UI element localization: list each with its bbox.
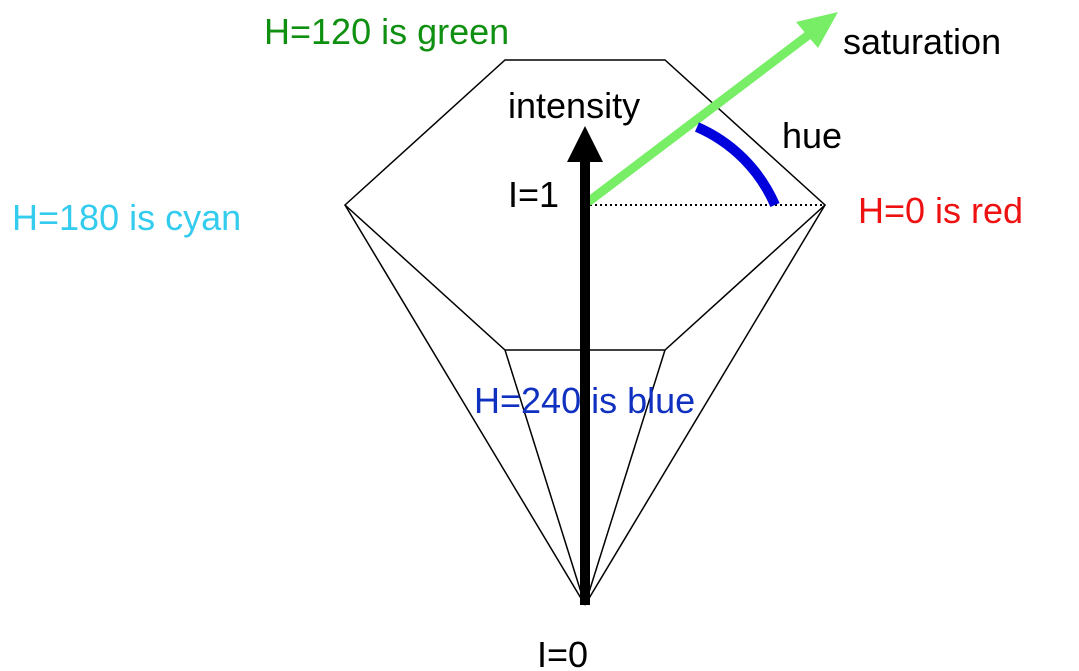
label-i0: I=0 xyxy=(537,634,588,671)
label-hue: hue xyxy=(782,115,842,156)
label-blue: H=240 is blue xyxy=(474,380,695,421)
cone-edge-back-left xyxy=(504,349,586,606)
hue-arc xyxy=(694,122,780,208)
cone-edge-left xyxy=(344,204,586,606)
label-i1: I=1 xyxy=(508,174,559,215)
label-saturation: saturation xyxy=(843,21,1001,62)
saturation-arrow xyxy=(585,12,838,206)
label-green: H=120 is green xyxy=(264,11,509,52)
label-intensity: intensity xyxy=(508,85,640,126)
intensity-arrow xyxy=(567,126,603,605)
cone-edge-back-right xyxy=(584,349,666,606)
label-red: H=0 is red xyxy=(858,190,1023,231)
cone-edge-right xyxy=(584,204,826,606)
label-cyan: H=180 is cyan xyxy=(12,197,241,238)
